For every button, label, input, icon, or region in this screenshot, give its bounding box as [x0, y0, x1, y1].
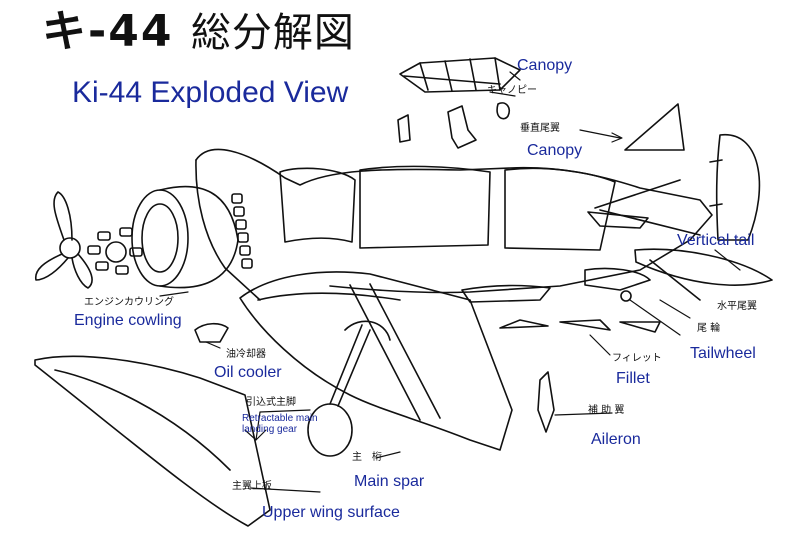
label-jp-tailwheel: 尾 輪 [697, 323, 721, 334]
label-jp-fillet: フィレット [612, 353, 662, 364]
label-jp-oil-cooler: 油冷却器 [226, 349, 266, 360]
label-en-vertical-stabilizer: Canopy [527, 142, 583, 159]
label-en-vertical-tail: Vertical tail [677, 232, 755, 249]
tailwheel-part [584, 267, 651, 302]
engine-part [87, 227, 143, 275]
label-en-main-spar: Main spar [354, 473, 425, 490]
fillet-parts [461, 284, 661, 333]
label-jp-canopy-top: キャノピー [487, 85, 537, 96]
label-jp-upper-wing-surface: 主翼上板 [232, 481, 272, 492]
label-jp-vertical-stabilizer: 垂直尾翼 [520, 123, 560, 134]
rudder-part [709, 134, 761, 241]
label-en-canopy-top: Canopy [517, 57, 573, 74]
label-jp-aileron: 補 助 翼 [588, 405, 625, 416]
label-jp-engine-cowling: エンジンカウリング [84, 297, 174, 308]
canopy-part [399, 57, 521, 93]
horizontal-tail-part [634, 248, 773, 301]
engine-cowling-part [131, 185, 239, 289]
leader-lines [159, 71, 741, 493]
label-en-aileron: Aileron [591, 431, 641, 448]
japanese-title: キ-44 総分解図 [42, 10, 355, 54]
label-en-tailwheel: Tailwheel [690, 345, 756, 362]
label-en-oil-cooler: Oil cooler [214, 364, 282, 381]
label-en-fillet: Fillet [616, 370, 650, 387]
english-title: Ki-44 Exploded View [72, 76, 349, 109]
label-en-main-landing-gear: Retractable main landing gear [242, 413, 318, 435]
japanese-title-code: キ-44 [42, 6, 174, 57]
landing-gear-part [307, 320, 391, 457]
elevator-part [587, 211, 649, 229]
wing-right-part [239, 271, 513, 451]
label-en-engine-cowling: Engine cowling [74, 312, 182, 329]
wing-left-part [34, 355, 271, 527]
propeller-part [35, 191, 93, 289]
label-jp-main-spar: 主 桁 [352, 452, 382, 463]
vertical-stabilizer-part [624, 103, 685, 151]
oil-cooler-part [194, 322, 229, 343]
japanese-title-name: 総分解図 [190, 10, 355, 56]
cockpit-parts [397, 102, 511, 149]
fuselage-part [195, 148, 713, 301]
label-jp-horizontal-tail: 水平尾翼 [717, 301, 757, 312]
aileron-part [537, 371, 555, 433]
label-jp-main-landing-gear: 引込式主脚 [246, 397, 296, 408]
label-en-upper-wing-surface: Upper wing surface [262, 504, 400, 521]
